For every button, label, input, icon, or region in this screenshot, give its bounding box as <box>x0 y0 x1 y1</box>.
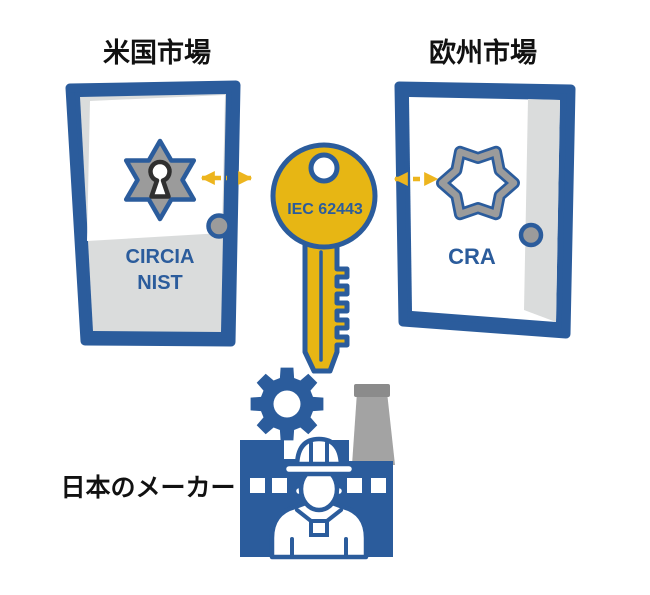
gear-star-keyway-band <box>438 148 518 218</box>
worker-icon <box>269 436 369 560</box>
worker-strap-right <box>325 508 343 523</box>
factory-window <box>250 478 265 493</box>
worker-helmet <box>294 436 344 470</box>
door-eu-market: CRA <box>394 81 576 339</box>
door-us-market: CIRCIA NIST <box>65 80 241 347</box>
factory-icon <box>240 367 395 560</box>
door-edge-shadow <box>524 99 560 322</box>
key-head <box>270 142 378 250</box>
left-door-label-line2: NIST <box>137 272 183 294</box>
worker-strap-left <box>295 508 313 523</box>
left-door-label-line1: CIRCIA <box>126 246 195 268</box>
manufacturer-label: 日本のメーカー <box>60 474 235 502</box>
door-knob <box>518 222 544 248</box>
door-knob <box>206 213 232 239</box>
key-head-hole <box>308 152 340 184</box>
key-shaft <box>302 227 350 374</box>
factory-window <box>347 478 362 493</box>
key-icon: IEC 62443 <box>270 142 378 374</box>
factory-window <box>371 478 386 493</box>
us-market-title: 米国市場 <box>103 37 211 68</box>
right-door-label: CRA <box>448 244 496 269</box>
keyhole-icon <box>148 159 172 199</box>
gear-hole <box>273 390 301 418</box>
worker-bib <box>309 519 329 537</box>
chimney <box>352 392 395 465</box>
chimney-cap <box>354 384 390 397</box>
eu-market-title: 欧州市場 <box>429 37 537 68</box>
factory-window <box>272 478 287 493</box>
worker-helmet-brim <box>281 461 357 477</box>
key-label: IEC 62443 <box>287 201 363 218</box>
